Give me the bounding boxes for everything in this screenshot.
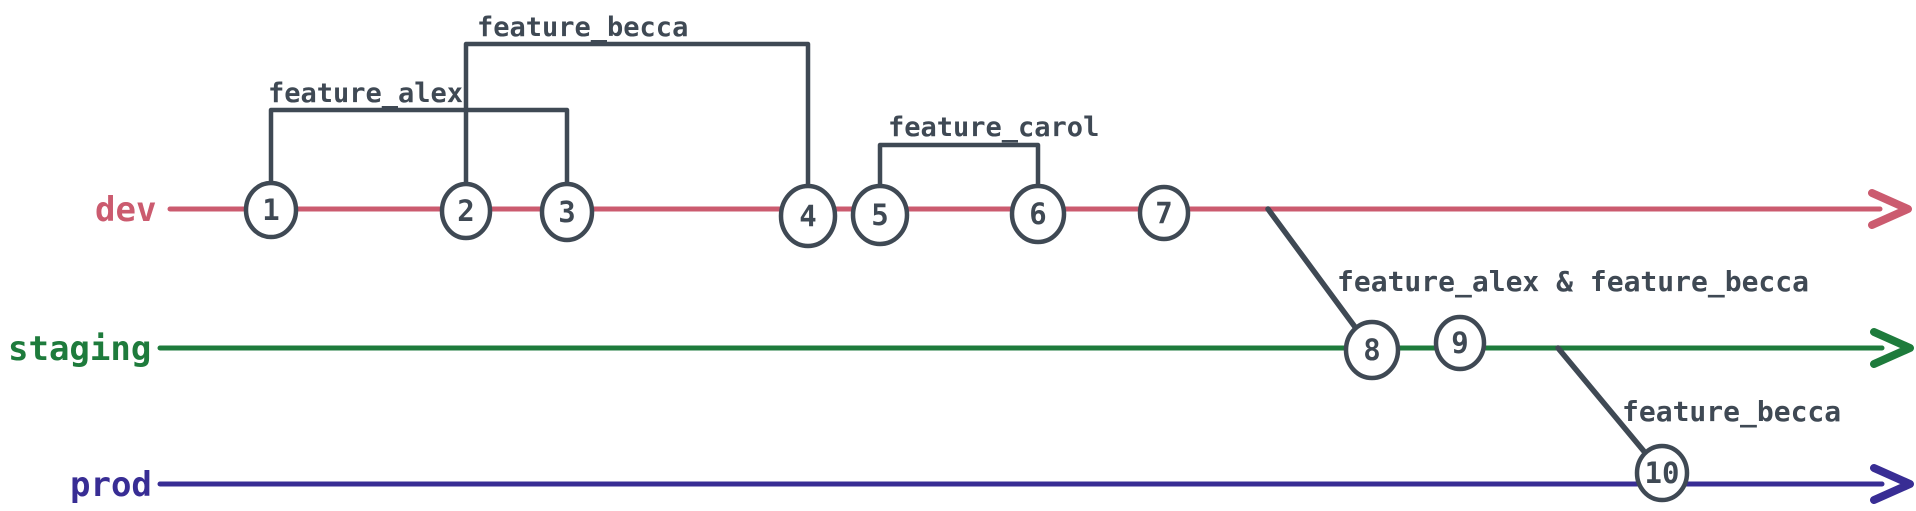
commit-number: 4	[799, 199, 816, 233]
commit-number: 6	[1029, 197, 1046, 231]
commit-number: 3	[558, 195, 575, 229]
commit-node-7: 7	[1137, 184, 1191, 242]
commit-node-4: 4	[778, 183, 838, 249]
commit-circle	[1343, 319, 1401, 381]
commit-node-5: 5	[850, 183, 910, 247]
commit-node-10: 10	[1634, 443, 1690, 503]
commit-number: 10	[1645, 456, 1680, 490]
branch-label-staging: staging	[8, 329, 151, 369]
commit-node-6: 6	[1009, 183, 1067, 245]
merge-label-feature-alex-feature-becca-1: feature_alex & feature_becca	[1337, 265, 1809, 298]
branch-label-prod: prod	[70, 465, 152, 505]
commit-circle	[778, 183, 838, 249]
commit-circle	[1009, 183, 1067, 245]
commit-node-3: 3	[539, 181, 595, 243]
bracket-feature-carol	[877, 142, 1041, 215]
commit-circle	[1634, 443, 1690, 503]
commit-circle	[1137, 184, 1191, 242]
bracket-label-feature-becca: feature_becca	[477, 12, 688, 43]
prod-arrowhead-icon	[1870, 464, 1914, 504]
bracket-feature-alex	[268, 107, 570, 212]
commit-number: 2	[457, 194, 474, 228]
commit-circle	[439, 181, 493, 241]
dev-arrowhead-icon	[1868, 189, 1912, 229]
commit-node-2: 2	[439, 181, 493, 241]
merge-label-feature-becca-2: feature_becca	[1622, 395, 1841, 428]
commit-number: 8	[1363, 333, 1380, 367]
commit-number: 5	[871, 198, 888, 232]
bracket-label-feature-carol: feature_carol	[888, 112, 1099, 143]
commit-node-9: 9	[1433, 314, 1487, 372]
commit-number: 7	[1155, 196, 1172, 230]
bracket-label-feature-alex: feature_alex	[268, 78, 463, 109]
commit-number: 9	[1451, 326, 1468, 360]
commit-circle	[1433, 314, 1487, 372]
branch-label-dev: dev	[95, 190, 156, 230]
commit-circle	[243, 180, 299, 240]
commit-circle	[850, 183, 910, 247]
staging-arrowhead-icon	[1870, 328, 1914, 368]
bracket-feature-becca	[463, 41, 811, 216]
commit-node-1: 1	[243, 180, 299, 240]
commit-circle	[539, 181, 595, 243]
commit-number: 1	[262, 193, 279, 227]
commit-node-8: 8	[1343, 319, 1401, 381]
